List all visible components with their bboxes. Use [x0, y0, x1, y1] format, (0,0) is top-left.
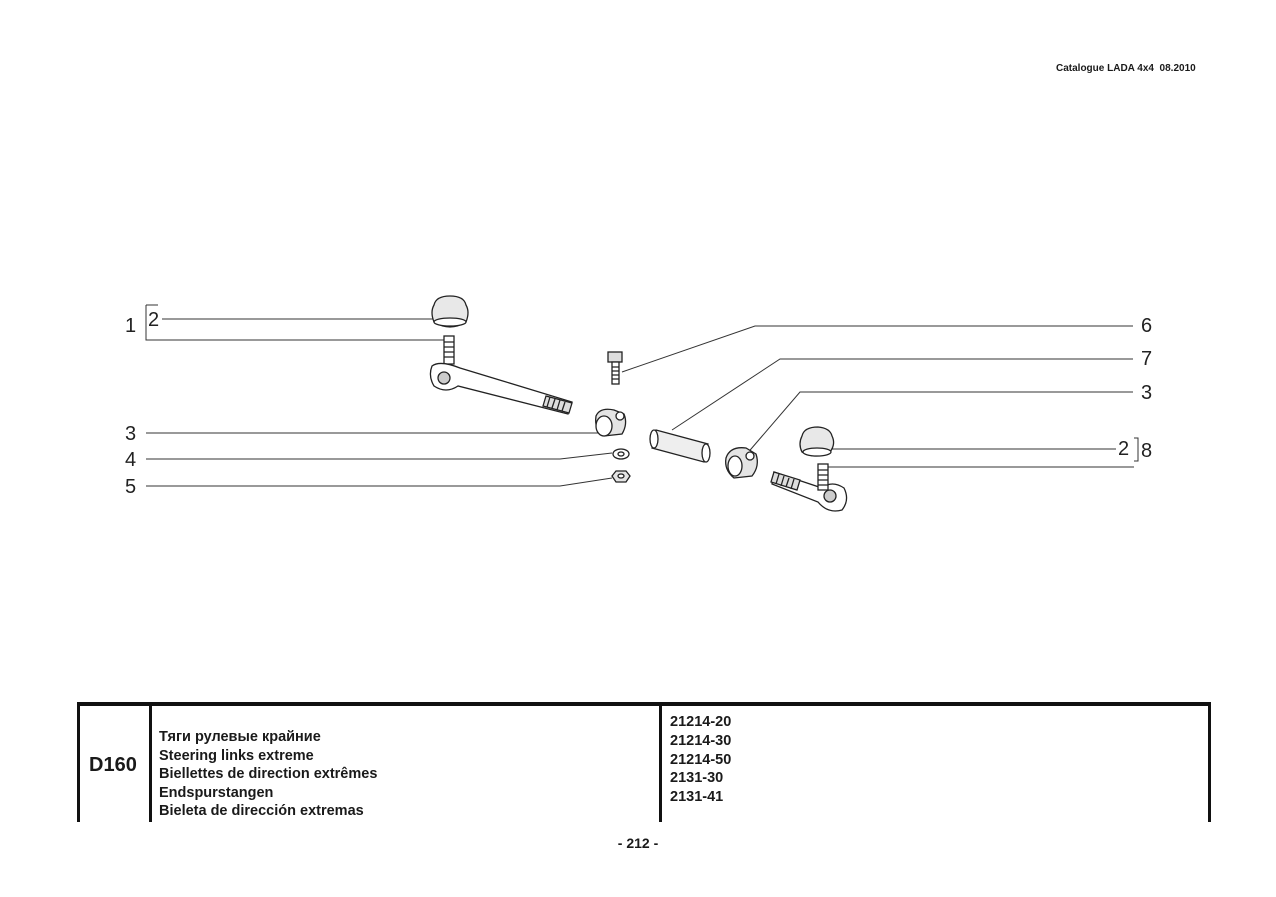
bracket-right: [1134, 437, 1139, 462]
section-names: Тяги рулевые крайние Steering links extr…: [159, 728, 377, 821]
callout-5: 5: [125, 476, 137, 498]
leader-3-right: [744, 391, 1133, 457]
callout-8: 8: [1141, 440, 1153, 462]
name-ru: Тяги рулевые крайние: [159, 729, 321, 745]
callout-2-left: 2: [148, 309, 160, 331]
model-list: 21214-20 21214-30 21214-50 2131-30 2131-…: [670, 713, 731, 807]
callout-4: 4: [125, 449, 137, 471]
model-item: 21214-20: [670, 714, 732, 730]
model-item: 21214-30: [670, 732, 732, 749]
name-fr: Biellettes de direction extrêmes: [159, 766, 378, 783]
divider: [659, 706, 662, 822]
section-info-box: D160 Тяги рулевые крайние Steering links…: [77, 702, 1211, 822]
section-code: D160: [89, 754, 137, 776]
leader-4-left: [146, 452, 613, 460]
callout-3-left: 3: [125, 423, 137, 445]
parts-diagram: [145, 295, 1139, 512]
bracket-left: [145, 305, 160, 341]
right-tie-rod-assembly: [725, 426, 848, 512]
model-item: 2131-30: [670, 770, 724, 787]
leader-5-left: [146, 477, 613, 487]
callout-2-right: 2: [1118, 438, 1130, 460]
model-item: 2131-41: [670, 789, 724, 806]
clamp-bolt-nut-washer: [595, 351, 631, 483]
leader-6-right: [621, 325, 1133, 373]
callout-1: 1: [125, 315, 137, 337]
callout-3-right: 3: [1141, 382, 1153, 404]
divider: [1208, 706, 1211, 822]
callout-7: 7: [1141, 348, 1153, 370]
adjusting-sleeve: [649, 429, 711, 463]
model-item: 21214-50: [670, 751, 732, 768]
left-tie-rod-assembly: [429, 295, 573, 415]
callout-6: 6: [1141, 315, 1153, 337]
catalogue-header: Catalogue LADA 4x4 08.2010: [1056, 63, 1196, 74]
leader-7-right: [671, 358, 1133, 431]
divider: [149, 706, 152, 822]
name-en: Steering links extreme: [159, 747, 314, 764]
name-de: Endspurstangen: [159, 784, 274, 801]
name-es: Bieleta de dirección extremas: [159, 803, 364, 820]
divider: [77, 706, 80, 822]
page-number: - 212 -: [617, 835, 659, 851]
